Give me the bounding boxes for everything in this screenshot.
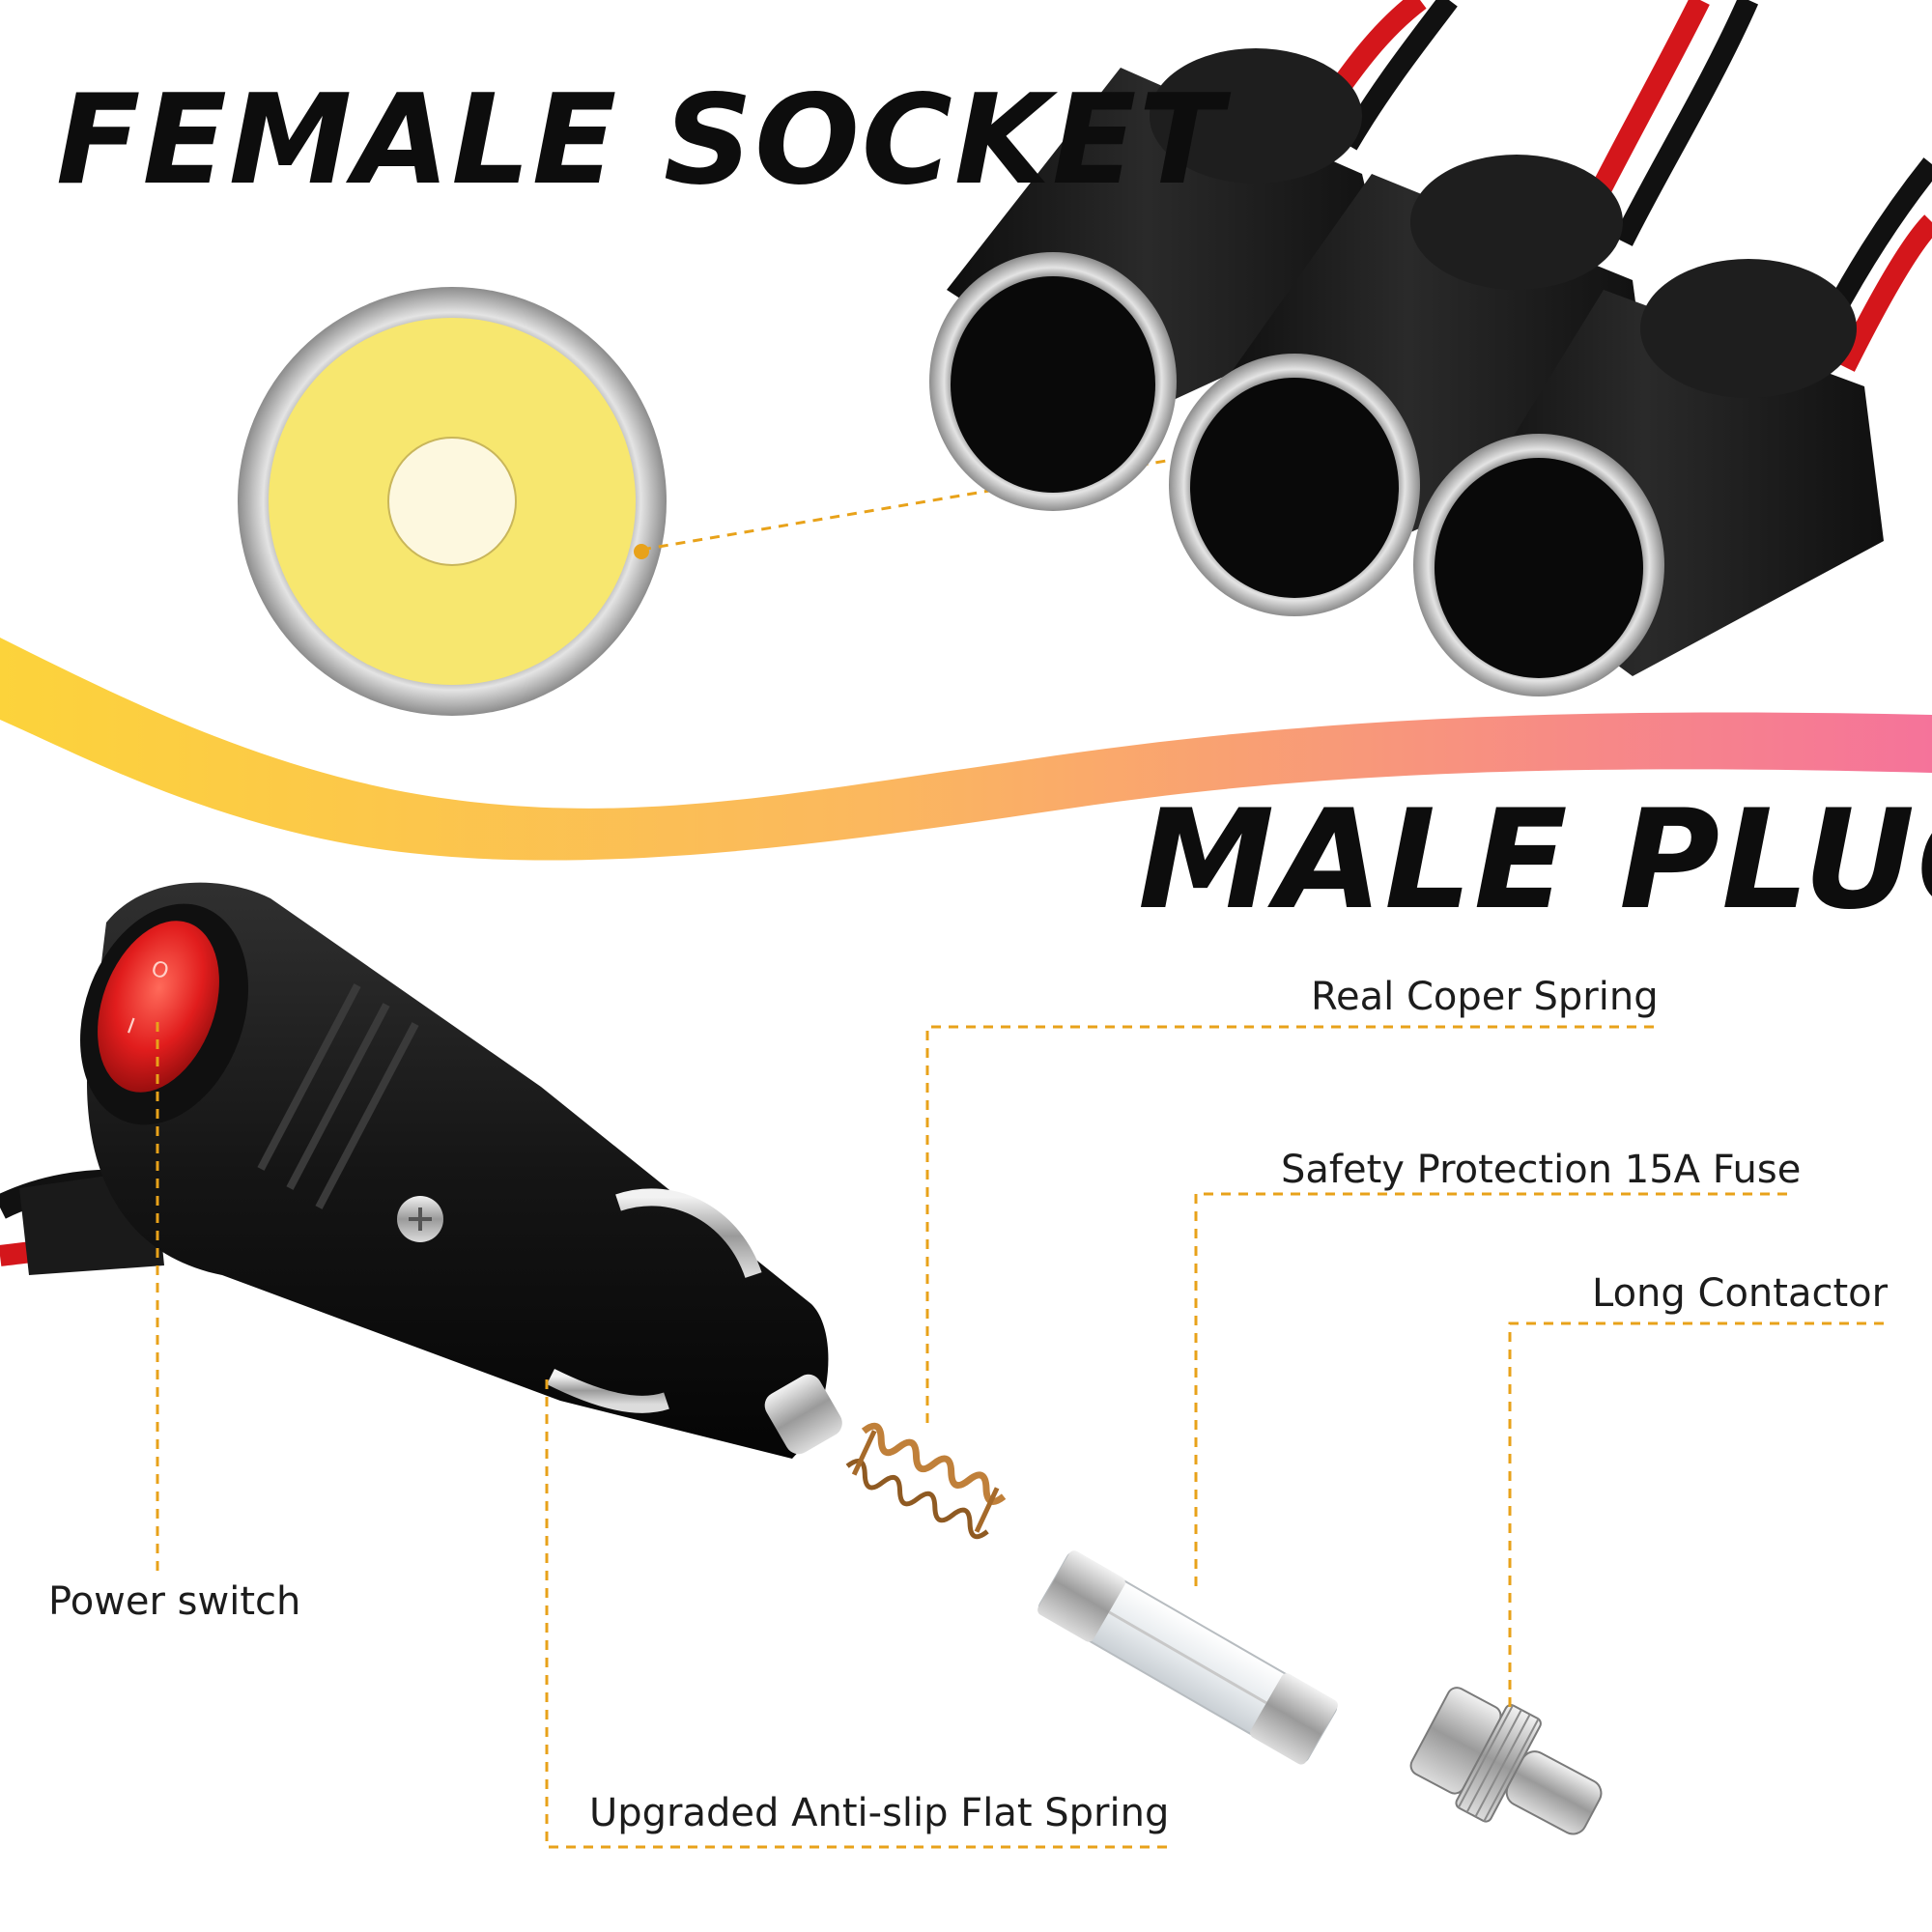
fuse-callout-line bbox=[1194, 1192, 1787, 1594]
socket-face-illustration bbox=[238, 287, 667, 716]
glass-fuse-icon bbox=[1037, 1550, 1338, 1765]
safety-fuse-label: Safety Protection 15A Fuse bbox=[1281, 1148, 1802, 1192]
gradient-wave-band bbox=[0, 638, 1932, 861]
car-cigarette-socket-icon bbox=[929, 0, 1932, 696]
socket-callout-line bbox=[640, 444, 1253, 552]
real-coper-spring-label: Real Coper Spring bbox=[1311, 975, 1659, 1019]
female-socket-heading: FEMALE SOCKET bbox=[56, 69, 1225, 213]
contactor-callout-line bbox=[1508, 1321, 1884, 1715]
power-switch-label: Power switch bbox=[48, 1579, 301, 1624]
long-contactor-label: Long Contactor bbox=[1592, 1271, 1889, 1316]
contactor-tip-icon bbox=[1409, 1687, 1603, 1835]
copper-spring-icon bbox=[845, 1422, 1007, 1540]
male-plug-heading: MALE PLUG bbox=[1138, 781, 1932, 940]
anti-slip-flat-spring-label: Upgraded Anti-slip Flat Spring bbox=[589, 1791, 1170, 1835]
spring-callout-line bbox=[925, 1025, 1654, 1430]
socket-callout-dot bbox=[634, 544, 649, 559]
car-cigarette-plug-icon: I O bbox=[0, 882, 842, 1459]
